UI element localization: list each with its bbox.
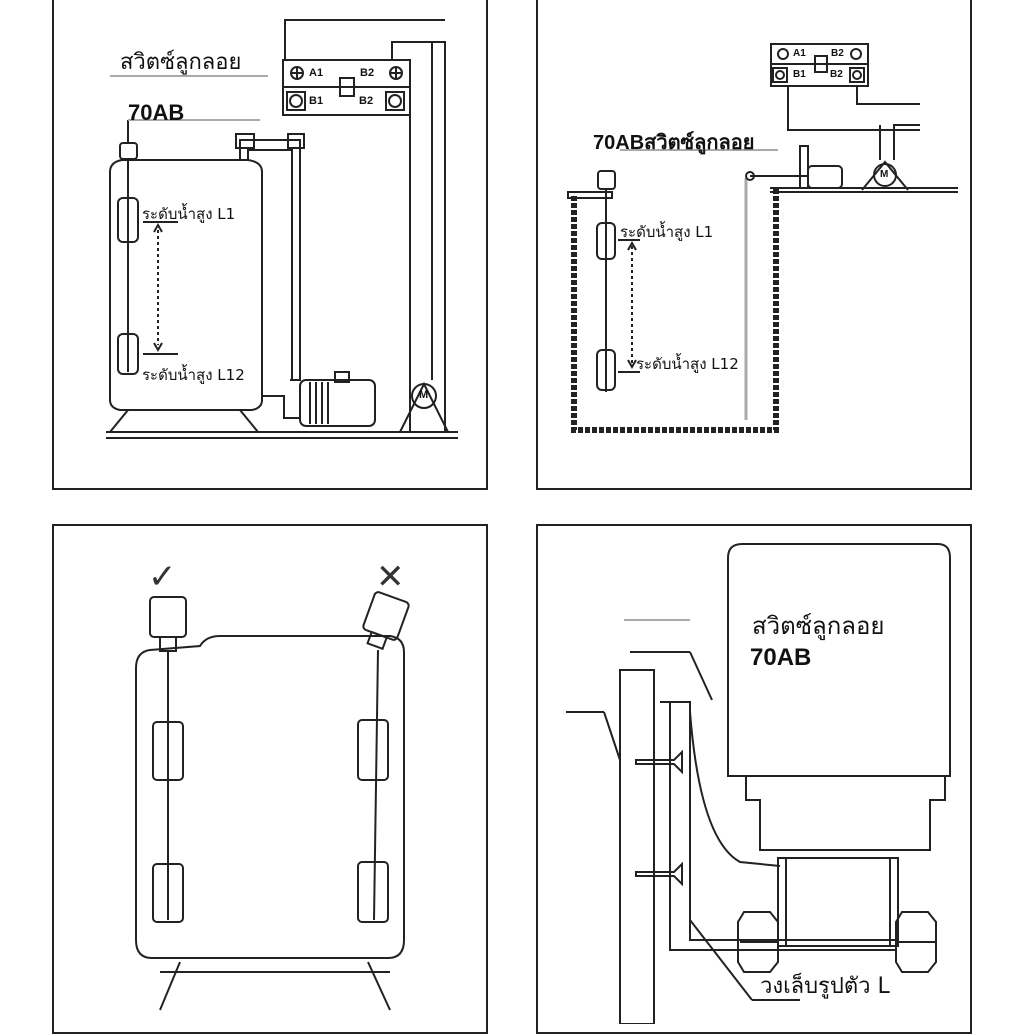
level-low-label: ระดับน้ำสูง L12	[142, 366, 245, 384]
model-label: 70AB	[128, 100, 185, 125]
switch-name-label: สวิตซ์ลูกลอย	[120, 50, 242, 75]
terminal-b2-bottom: B2	[359, 95, 374, 107]
terminal-a1: A1	[793, 48, 806, 59]
terminal-b1: B1	[793, 69, 806, 80]
level-low-label: ระดับน้ำสูง L12	[636, 355, 739, 373]
panel-mounting-orientation	[52, 524, 488, 1034]
motor-label: M	[880, 169, 889, 180]
wrong-mark: ✕	[376, 557, 405, 597]
level-high-label: ระดับน้ำสูง L1	[142, 205, 236, 223]
bracket-label: วงเล็บรูปตัว L	[760, 974, 890, 999]
terminal-a1: A1	[309, 67, 324, 79]
panel-tank-installation	[52, 0, 488, 490]
model-label: 70AB	[750, 644, 812, 671]
correct-mark: ✓	[148, 557, 177, 597]
switch-name-label: สวิตซ์ลูกลอย	[752, 612, 885, 640]
panel-cistern-installation	[536, 0, 972, 490]
level-high-label: ระดับน้ำสูง L1	[620, 223, 714, 241]
terminal-b2-bottom: B2	[830, 69, 843, 80]
panel-bracket-mounting	[536, 524, 972, 1034]
terminal-b2-top: B2	[831, 48, 844, 59]
switch-model-label: 70ABสวิตซ์ลูกลอย	[593, 132, 755, 154]
terminal-b1: B1	[309, 95, 324, 107]
terminal-b2-top: B2	[360, 67, 375, 79]
motor-label: M	[419, 389, 429, 401]
